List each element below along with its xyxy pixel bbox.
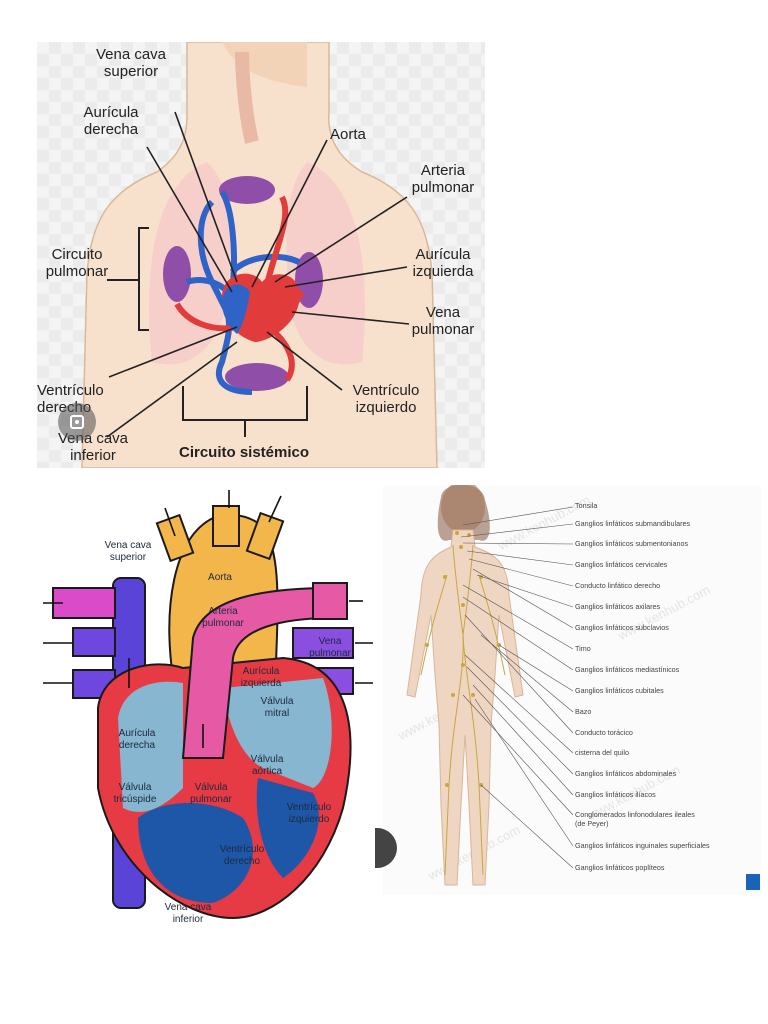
- label-aorta: Aorta: [208, 572, 232, 583]
- label-valvula-mitral: Válvula mitral: [260, 696, 294, 719]
- label-ganglios-mediastinicos: Ganglios linfáticos mediastínicos: [575, 665, 680, 674]
- heart-illustration: [43, 490, 373, 920]
- label-auricula-izquierda: Aurícula izquierda: [412, 246, 474, 281]
- label-cisterna-del-quilo: cisterna del quilo: [575, 748, 629, 757]
- label-ganglios-iliacos: Ganglios linfáticos ilíacos: [575, 790, 656, 799]
- label-ventriculo-derecho: Ventrículo derecho: [219, 844, 265, 867]
- label-vena-cava-inferior: Vena cava inferior: [164, 902, 212, 925]
- circulation-illustration: [81, 42, 438, 468]
- heart-diagram: Vena cava superior Aorta Arteria pulmona…: [43, 488, 381, 932]
- label-circuito-pulmonar: Circuito pulmonar: [45, 246, 109, 281]
- label-vena-cava-superior: Vena cava superior: [104, 540, 152, 563]
- label-vena-pulmonar: Vena pulmonar: [309, 636, 351, 659]
- label-conglomerados-peyer: Conglomerados linfonodulares ileales (de…: [575, 810, 695, 828]
- label-ganglios-popliteos: Ganglios linfáticos poplíteos: [575, 863, 665, 872]
- label-conducto-linfatico-derecho: Conducto linfático derecho: [575, 581, 661, 590]
- visual-search-icon[interactable]: [58, 403, 96, 441]
- label-conducto-toracico: Conducto torácico: [575, 728, 633, 737]
- label-ganglios-submandibulares: Ganglios linfáticos submandibulares: [575, 519, 691, 528]
- label-auricula-derecha: Aurícula derecha: [118, 728, 156, 751]
- label-ganglios-inguinales: Ganglios linfáticos inguinales superfici…: [575, 841, 710, 850]
- label-timo: Timo: [575, 644, 591, 653]
- label-ganglios-abdominales: Ganglios linfáticos abdominales: [575, 769, 677, 778]
- label-bazo: Bazo: [575, 707, 592, 716]
- label-arteria-pulmonar: Arteria pulmonar: [202, 606, 244, 629]
- label-circuito-sistemico: Circuito sistémico: [179, 444, 310, 461]
- label-valvula-pulmonar: Válvula pulmonar: [190, 782, 232, 805]
- lymphatic-figure: [406, 485, 574, 886]
- label-ganglios-axilares: Ganglios linfáticos axilares: [575, 602, 661, 611]
- label-valvula-aortica: Válvula aórtica: [250, 754, 284, 777]
- label-ventriculo-izquierdo: Ventrículo izquierdo: [352, 382, 420, 417]
- label-auricula-derecha: Aurícula derecha: [83, 104, 139, 139]
- carousel-next-button[interactable]: [375, 828, 397, 868]
- lens-icon: [70, 415, 84, 429]
- label-tonsila: Tonsila: [575, 501, 598, 510]
- label-ganglios-submentonianos: Ganglios linfáticos submentonianos: [575, 539, 689, 548]
- label-ganglios-cubitales: Ganglios linfáticos cubitales: [575, 686, 664, 695]
- label-ventriculo-izquierdo: Ventrículo izquierdo: [286, 802, 332, 825]
- lymphatic-diagram: www.kenhub.com www.kenhub.com www.kenhub…: [383, 485, 761, 895]
- label-ganglios-subclavios: Ganglios linfáticos subclavios: [575, 623, 669, 632]
- label-arteria-pulmonar: Arteria pulmonar: [411, 162, 475, 197]
- label-valvula-tricuspide: Válvula tricúspide: [113, 782, 157, 805]
- label-vena-cava-superior: Vena cava superior: [95, 46, 167, 81]
- label-auricula-izquierda: Aurícula izquierda: [240, 666, 282, 689]
- label-aorta: Aorta: [330, 126, 366, 143]
- circulation-diagram: Vena cava superior Aurícula derecha Aort…: [37, 42, 485, 468]
- kenhub-badge-icon: [746, 874, 760, 890]
- label-ganglios-cervicales: Ganglios linfáticos cervicales: [575, 560, 668, 569]
- label-vena-pulmonar: Vena pulmonar: [411, 304, 475, 339]
